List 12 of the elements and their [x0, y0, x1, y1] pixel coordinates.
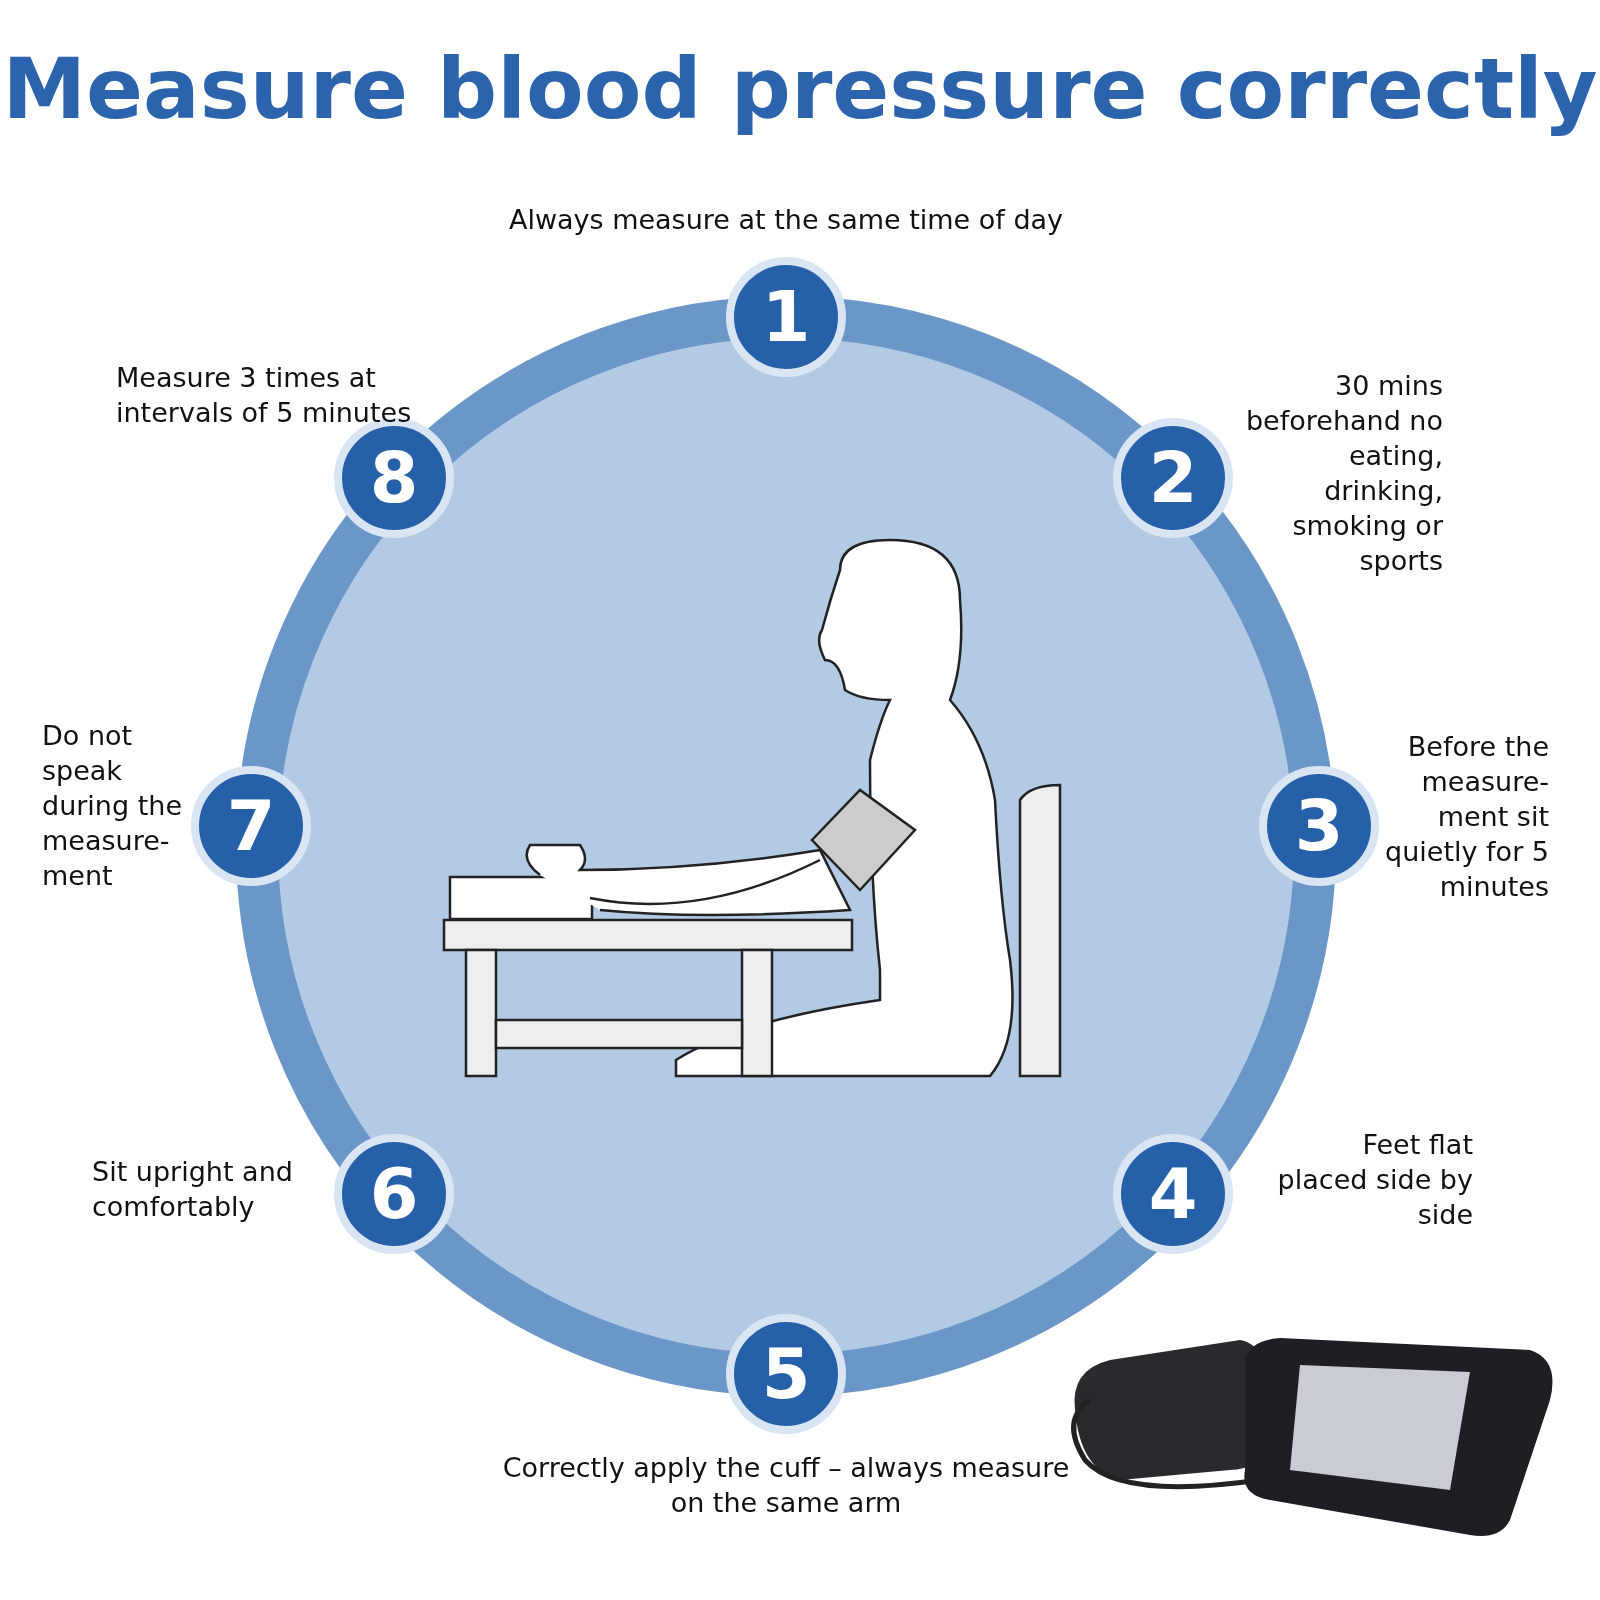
- step-caption: 30 mins beforehand no eating, drinking, smoking or sports: [1245, 369, 1443, 578]
- step-number: 5: [726, 1314, 846, 1434]
- step-number: 7: [191, 766, 311, 886]
- step-caption: Correctly apply the cuff – always measure on the same arm: [501, 1451, 1071, 1520]
- step-number: 3: [1259, 766, 1379, 886]
- step-number: 1: [726, 257, 846, 377]
- step-caption: Do not speak during the measure- ment: [42, 719, 183, 893]
- step-caption: Feet flat placed side by side: [1276, 1128, 1473, 1232]
- title: Measure blood pressure correctly: [1, 40, 1599, 138]
- step-caption: Always measure at the same time of day: [507, 203, 1065, 237]
- step-caption: Before the measure- ment sit quietly for 5 minutes: [1384, 730, 1549, 904]
- step-caption: Sit upright and comfortably: [92, 1155, 294, 1224]
